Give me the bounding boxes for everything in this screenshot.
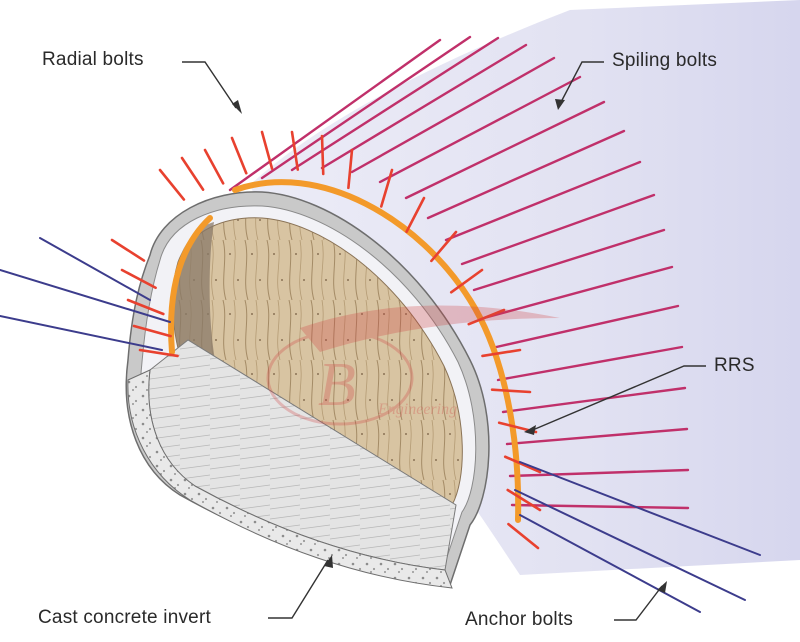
leader-anchor-bolts-arrow <box>657 581 667 593</box>
anchor-bolts-group <box>0 237 761 613</box>
leader-spiling-bolts <box>559 61 604 105</box>
watermark-logo-icon: B Engineering <box>266 305 560 426</box>
leader-cast-concrete-invert <box>268 559 329 619</box>
spiling-bolt <box>496 345 684 382</box>
svg-text:B: B <box>318 351 356 419</box>
radial-bolt <box>467 308 506 326</box>
spiling-bolt <box>290 36 500 172</box>
label-cast-concrete-invert: Cast concrete invert <box>38 607 211 628</box>
leader-rrs-arrow <box>524 425 536 435</box>
radial-bolt <box>203 148 225 185</box>
radial-bolt <box>430 230 458 263</box>
spiling-bolt <box>228 38 442 192</box>
radial-bolt <box>180 156 205 191</box>
anchor-bolt <box>519 461 761 556</box>
radial-bolt <box>379 168 394 208</box>
leader-spiling-bolts-arrow <box>555 99 565 110</box>
anchor-bolt <box>519 514 701 613</box>
spiling-bolt <box>482 265 674 320</box>
spiling-bolt <box>472 228 666 292</box>
radial-bolt <box>110 238 146 262</box>
spiling-bolt <box>490 304 680 350</box>
spiling-bolt <box>510 503 690 510</box>
spiling-bolt <box>320 43 528 170</box>
anchor-bolt <box>0 269 171 323</box>
spiling-bolt <box>460 193 656 266</box>
label-radial-bolts: Radial bolts <box>42 49 144 70</box>
leader-anchor-bolts <box>614 585 663 621</box>
leader-invert-arrow <box>324 555 333 568</box>
spiling-bolt <box>404 100 606 200</box>
svg-text:Engineering: Engineering <box>377 401 457 418</box>
leader-radial-bolts <box>182 61 237 109</box>
anchor-bolt <box>514 489 746 601</box>
spiling-bolt <box>501 386 687 414</box>
anchor-bolt <box>39 237 151 301</box>
radial-bolt <box>158 168 186 201</box>
radial-bolt <box>320 134 325 176</box>
radial-bolt <box>260 130 274 170</box>
leader-radial-bolts-arrow <box>232 100 242 114</box>
radial-bolt <box>132 324 172 338</box>
label-rrs: RRS <box>714 355 755 376</box>
spiling-bolt <box>505 427 689 446</box>
radial-bolt <box>507 522 540 550</box>
radial-bolt <box>230 136 248 175</box>
radial-bolt <box>138 348 179 358</box>
radial-bolt <box>503 455 542 474</box>
label-spiling-bolts: Spiling bolts <box>612 50 718 71</box>
spiling-bolt <box>508 468 690 478</box>
rrs-ring <box>168 179 522 523</box>
leader-rrs <box>527 365 706 433</box>
radial-bolt <box>490 388 532 394</box>
radial-bolt <box>126 298 165 316</box>
radial-bolt <box>120 268 157 290</box>
spiling-bolts-group <box>228 35 690 510</box>
radial-bolt <box>449 268 484 294</box>
anchor-bolt <box>0 315 163 351</box>
radial-bolt <box>506 488 542 512</box>
spiling-bolt <box>444 160 642 242</box>
spiling-bolt <box>350 56 556 174</box>
radial-bolt <box>290 130 300 171</box>
spiling-bolt <box>426 129 626 220</box>
radial-bolt <box>481 348 522 358</box>
invert-gravel-base <box>127 369 453 589</box>
radial-bolt <box>347 148 354 190</box>
spiling-bolt <box>378 75 582 184</box>
radial-bolt <box>405 196 426 234</box>
radial-bolts-group <box>110 130 542 550</box>
label-anchor-bolts: Anchor bolts <box>465 609 574 630</box>
